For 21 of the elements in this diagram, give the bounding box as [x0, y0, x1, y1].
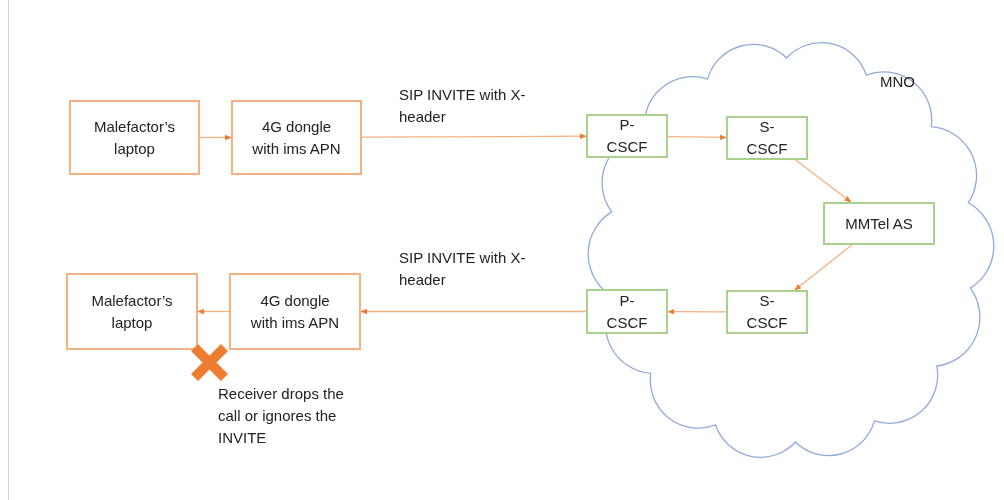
process-box: Malefactor’s laptop: [66, 273, 198, 350]
arrow: [199, 134, 232, 141]
process-box: MMTel AS: [823, 202, 935, 245]
note-text: Receiver drops the call or ignores the INVITE: [218, 384, 345, 448]
process-box: Malefactor’s laptop: [69, 100, 200, 175]
cloud-label: MNO: [880, 72, 915, 92]
process-box: P-CSCF: [586, 114, 668, 158]
arrow: [795, 159, 852, 203]
process-box: 4G dongle with ims APN: [229, 273, 361, 350]
arrow: [667, 308, 727, 315]
process-box: S-CSCF: [726, 116, 808, 160]
process-box: P-CSCF: [586, 289, 668, 334]
arrow: [361, 133, 587, 139]
arrow: [360, 308, 587, 315]
process-box: 4G dongle with ims APN: [231, 100, 362, 175]
edge-label: SIP INVITE with X-header: [399, 85, 527, 127]
arrow: [667, 134, 727, 141]
arrow: [794, 244, 853, 291]
arrow: [197, 308, 230, 315]
edge-label: SIP INVITE with X-header: [399, 248, 527, 290]
process-box: S-CSCF: [726, 290, 808, 334]
